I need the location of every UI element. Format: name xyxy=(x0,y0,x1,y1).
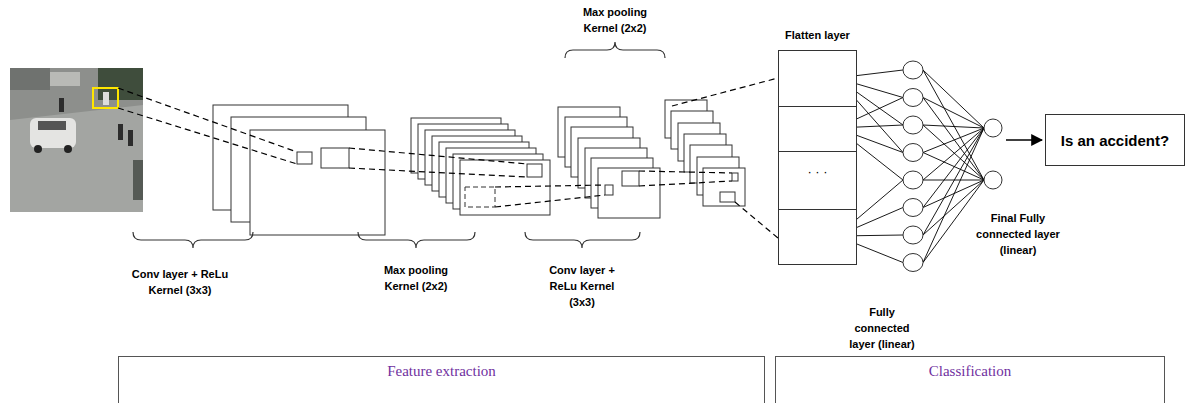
wheel xyxy=(34,145,42,153)
cell-divider xyxy=(779,106,856,107)
connection xyxy=(923,180,984,235)
feature-map xyxy=(250,130,385,235)
neuron xyxy=(903,199,923,217)
output-arrow xyxy=(1006,139,1042,141)
neuron xyxy=(903,171,923,189)
kernel-window xyxy=(732,173,738,181)
ellipsis: · · · xyxy=(779,164,856,179)
brace xyxy=(525,232,640,248)
layer-caption: Max pooling Kernel (2x2) xyxy=(575,4,655,36)
dense-connections xyxy=(923,70,984,263)
kernel-window xyxy=(297,152,312,164)
car-window xyxy=(38,121,66,130)
wheel xyxy=(64,145,72,153)
kernel-window xyxy=(605,185,613,195)
feature-map-stack xyxy=(558,107,660,218)
output-question: Is an accident? xyxy=(1061,132,1169,149)
brackets xyxy=(133,42,665,248)
pole xyxy=(133,160,143,200)
projection-line xyxy=(639,181,732,186)
kernel-window xyxy=(622,171,639,186)
projection-lines xyxy=(118,78,778,238)
connection xyxy=(923,98,984,181)
feature-map-stack xyxy=(411,118,550,215)
layer-heading: Flatten layer xyxy=(759,29,876,41)
building xyxy=(10,68,50,90)
projection-line xyxy=(639,171,732,173)
car xyxy=(30,118,76,148)
neuron xyxy=(903,89,923,107)
output-neuron xyxy=(984,119,1002,137)
projection-line xyxy=(118,88,297,152)
layer-caption: Conv layer + ReLu Kernel (3x3) xyxy=(541,262,623,310)
cell-divider xyxy=(779,151,856,152)
connection xyxy=(923,70,984,180)
projection-line xyxy=(118,108,297,164)
layer-caption: Max pooling Kernel (2x2) xyxy=(375,262,457,294)
person xyxy=(128,130,133,146)
flatten-layer-box: Flatten layer· · · xyxy=(778,50,857,265)
neuron xyxy=(903,226,923,244)
neuron xyxy=(903,254,923,272)
kernel-window xyxy=(465,187,495,207)
projection-line xyxy=(349,168,527,177)
projection-line xyxy=(495,195,605,207)
section-title: Classification xyxy=(776,363,1164,380)
connection xyxy=(923,70,984,128)
connection xyxy=(923,128,984,263)
brace xyxy=(133,232,253,248)
kernel-window xyxy=(321,148,349,168)
building xyxy=(50,72,80,86)
region-box xyxy=(93,88,118,108)
connection xyxy=(923,180,984,208)
section-band: Classification xyxy=(775,356,1165,403)
connection xyxy=(923,125,984,180)
kernel-window xyxy=(720,192,735,202)
feature-map xyxy=(460,160,550,215)
person xyxy=(59,98,64,112)
neuron xyxy=(903,116,923,134)
output-neuron xyxy=(984,171,1002,189)
feature-map xyxy=(598,168,660,218)
connection xyxy=(923,180,984,263)
feature-map-stack xyxy=(665,100,745,206)
neuron xyxy=(903,61,923,79)
projection-line xyxy=(495,185,605,187)
feature-map-stack xyxy=(213,105,385,235)
neuron xyxy=(903,144,923,162)
person xyxy=(103,92,109,105)
person xyxy=(118,124,123,140)
connection xyxy=(923,180,984,181)
output-box: Is an accident? xyxy=(1045,114,1185,166)
layer-caption: Final Fully connected layer (linear) xyxy=(976,210,1060,258)
projection-line xyxy=(735,202,778,238)
projection-line xyxy=(672,78,778,106)
connection xyxy=(923,153,984,181)
kernel-window xyxy=(527,164,542,177)
section-title: Feature extraction xyxy=(119,363,764,380)
projection-line xyxy=(349,148,527,164)
section-band: Feature extraction xyxy=(118,356,765,403)
connection xyxy=(923,128,984,235)
connection xyxy=(923,98,984,129)
road xyxy=(10,105,143,212)
layer-caption: Conv layer + ReLu Kernel (3x3) xyxy=(125,266,235,298)
feature-map xyxy=(703,168,745,206)
cell-divider xyxy=(779,209,856,210)
brace xyxy=(358,232,475,248)
layer-caption: Fully connected layer (linear) xyxy=(841,304,923,352)
brace xyxy=(565,42,665,58)
